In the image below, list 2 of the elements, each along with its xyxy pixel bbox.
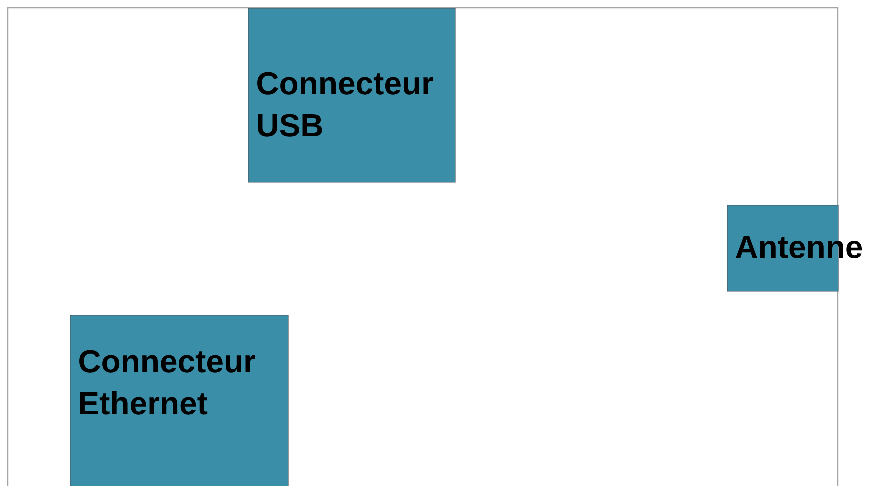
component-box: Connecteur USB [248, 8, 456, 183]
component-box: Connecteur Ethernet [70, 314, 289, 486]
